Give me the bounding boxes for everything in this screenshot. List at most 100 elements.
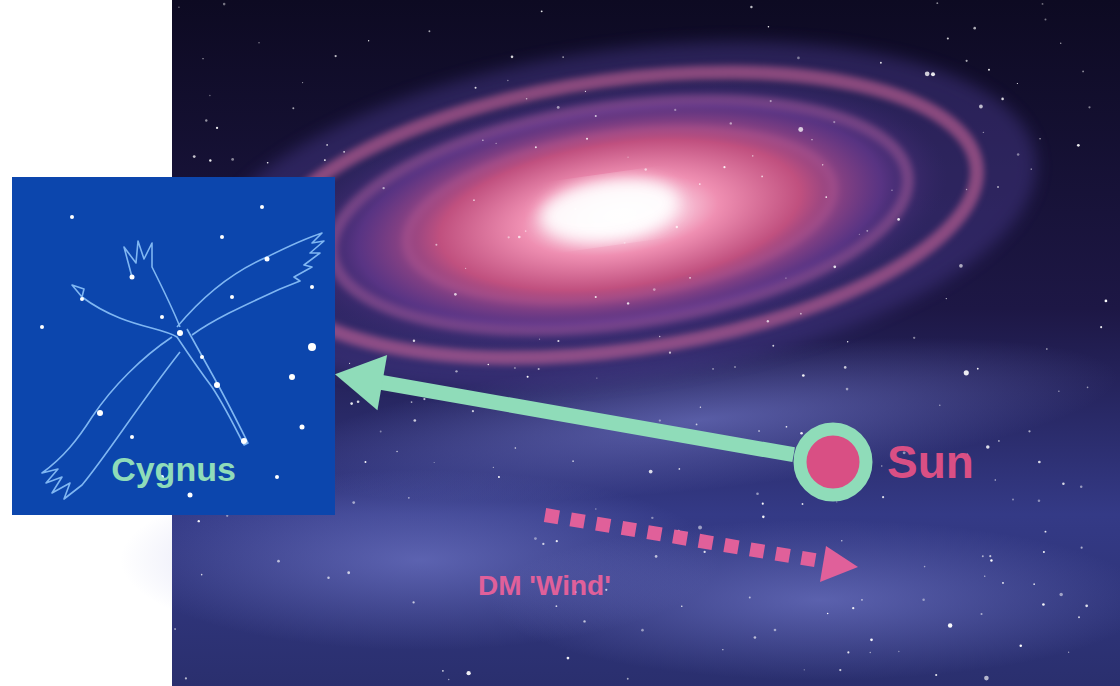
star bbox=[556, 605, 558, 607]
star bbox=[454, 293, 457, 296]
star bbox=[752, 155, 754, 157]
star bbox=[649, 470, 653, 474]
star bbox=[754, 636, 757, 639]
star bbox=[797, 57, 800, 60]
star bbox=[774, 629, 777, 632]
star bbox=[722, 649, 723, 650]
swan-wing bbox=[177, 233, 324, 335]
star bbox=[514, 367, 516, 369]
star bbox=[723, 166, 725, 168]
star bbox=[455, 370, 457, 372]
star bbox=[495, 143, 496, 144]
star bbox=[465, 268, 466, 269]
star bbox=[998, 440, 1000, 442]
star bbox=[1044, 19, 1046, 21]
star bbox=[982, 555, 984, 557]
star bbox=[699, 183, 701, 185]
star bbox=[302, 82, 303, 83]
constellation-star bbox=[220, 235, 224, 239]
star bbox=[959, 264, 963, 268]
star bbox=[750, 6, 752, 8]
star bbox=[846, 388, 849, 391]
star bbox=[802, 503, 804, 505]
star bbox=[1012, 498, 1014, 500]
star bbox=[1042, 603, 1045, 606]
star bbox=[772, 345, 774, 347]
star bbox=[1085, 604, 1088, 607]
star bbox=[659, 419, 661, 421]
star bbox=[428, 30, 430, 32]
star bbox=[1033, 583, 1035, 585]
constellation-panel: Cygnus bbox=[12, 177, 335, 515]
star bbox=[556, 540, 558, 542]
star bbox=[786, 426, 788, 428]
star bbox=[472, 410, 474, 412]
star bbox=[413, 419, 416, 422]
star bbox=[583, 620, 585, 622]
star bbox=[988, 69, 990, 71]
star bbox=[473, 199, 475, 201]
constellation-star bbox=[70, 215, 74, 219]
star bbox=[368, 40, 369, 41]
star bbox=[518, 236, 521, 239]
star bbox=[382, 187, 384, 189]
star bbox=[922, 598, 925, 601]
constellation-star bbox=[275, 475, 279, 479]
star bbox=[526, 98, 528, 100]
star bbox=[983, 132, 984, 133]
star bbox=[995, 479, 996, 480]
star bbox=[847, 341, 848, 342]
star bbox=[627, 678, 629, 680]
star bbox=[627, 302, 629, 304]
star bbox=[350, 402, 353, 405]
star bbox=[696, 424, 698, 426]
wind-label: DM 'Wind' bbox=[478, 570, 611, 601]
constellation-star bbox=[177, 330, 183, 336]
constellation-star bbox=[80, 297, 84, 301]
star bbox=[498, 476, 500, 478]
star bbox=[924, 566, 926, 568]
star bbox=[973, 27, 976, 30]
star bbox=[770, 100, 772, 102]
star bbox=[586, 138, 588, 140]
star bbox=[352, 501, 355, 504]
star bbox=[1038, 461, 1041, 464]
star bbox=[891, 189, 893, 191]
star bbox=[811, 139, 812, 140]
star bbox=[538, 368, 540, 370]
star bbox=[931, 72, 935, 76]
star bbox=[562, 56, 564, 58]
star bbox=[448, 679, 449, 680]
star bbox=[1105, 300, 1108, 303]
star bbox=[324, 159, 326, 161]
swan-feathers bbox=[124, 241, 180, 327]
sun-label: Sun bbox=[887, 435, 974, 489]
star bbox=[595, 296, 597, 298]
star bbox=[881, 465, 882, 466]
star bbox=[870, 638, 873, 641]
star bbox=[585, 91, 586, 92]
sun-circle bbox=[793, 422, 873, 502]
star bbox=[1087, 387, 1089, 389]
star bbox=[347, 571, 350, 574]
star bbox=[651, 517, 653, 519]
star bbox=[380, 430, 382, 432]
star bbox=[515, 447, 517, 449]
star bbox=[655, 555, 658, 558]
star bbox=[535, 146, 537, 148]
star bbox=[1017, 153, 1020, 156]
star bbox=[482, 140, 483, 141]
star bbox=[357, 400, 360, 403]
star bbox=[712, 368, 713, 369]
star bbox=[527, 376, 529, 378]
star bbox=[349, 363, 350, 364]
star bbox=[833, 121, 835, 123]
star bbox=[980, 613, 982, 615]
star bbox=[1019, 644, 1022, 647]
star bbox=[572, 460, 574, 462]
star bbox=[487, 364, 489, 366]
star bbox=[880, 62, 882, 64]
star bbox=[762, 516, 765, 519]
star bbox=[882, 496, 884, 498]
arrow-head bbox=[335, 355, 387, 410]
